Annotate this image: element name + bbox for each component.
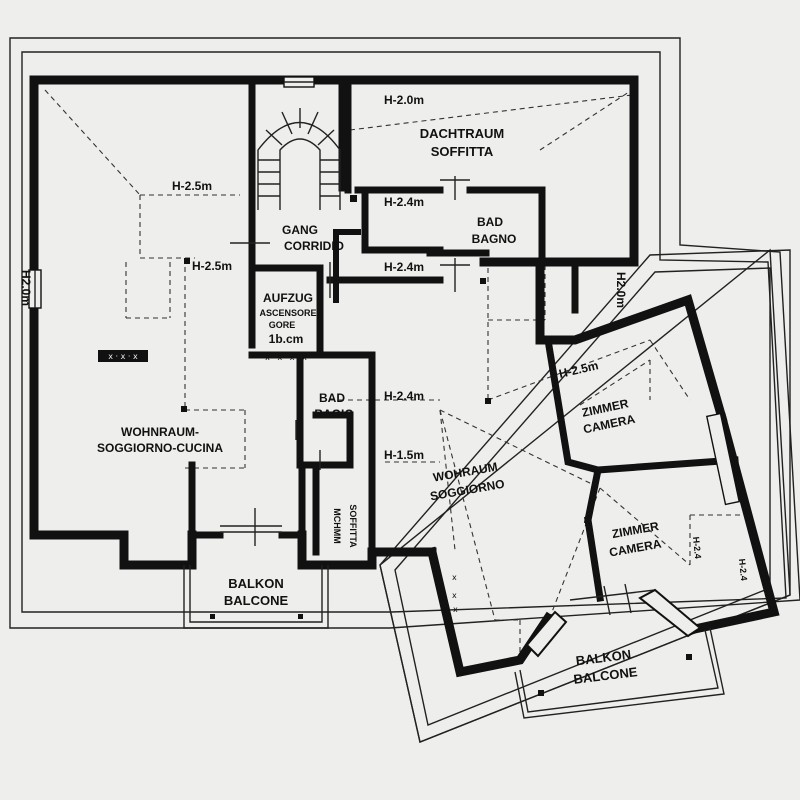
soffitta-vertical-label: SOFFITTA (348, 504, 358, 548)
svg-text:x · x · x: x · x · x (108, 352, 138, 361)
height-bad: H-2.4m (384, 195, 424, 209)
wohnraum-label: WOHNRAUM- (121, 425, 199, 439)
height-1-5: H-1.5m (384, 448, 424, 462)
right-height: H2.0m (614, 272, 628, 308)
height-top: H-2.0m (384, 93, 424, 107)
balkon-2-label: BALKON (575, 647, 632, 669)
mchmm-label: MCHMM (332, 508, 342, 544)
height-left-lower: H-2.5m (192, 259, 232, 273)
balcony-2 (514, 627, 725, 719)
balcony-1 (183, 565, 329, 629)
height-mid: H-2.4m (384, 389, 424, 403)
ascensore-label: ASCENSORE (259, 308, 316, 318)
exterior-walls (29, 75, 780, 678)
soffitta-label: SOFFITTA (431, 144, 494, 159)
svg-text:x · x · x · x: x · x · x · x (265, 353, 307, 362)
roof-outline (9, 37, 800, 743)
staircase (257, 76, 341, 210)
height-right: H-2.5m (558, 358, 600, 381)
bad-2-label: BAD (319, 391, 345, 405)
height-2-4-b: H-2.4 (737, 558, 749, 581)
bad-label: BAD (477, 215, 503, 229)
openings: x · x · x x · x · x · x x x x (28, 176, 741, 696)
aufzug-label: AUFZUG (263, 291, 313, 305)
svg-text:x: x (452, 591, 457, 600)
gore-size-label: 1b.cm (269, 332, 304, 346)
height-2-4-a: H-2.4 (691, 536, 703, 559)
gang-label: GANG (282, 223, 318, 237)
bagio-label: BAGIO (314, 407, 353, 421)
balkon-1-label: BALKON (228, 576, 284, 591)
corridio-label: CORRIDIO (284, 239, 344, 253)
height-left-upper: H-2.5m (172, 179, 212, 193)
left-wall-height: H2.0m (19, 270, 33, 306)
balcone-1-label: BALCONE (224, 593, 289, 608)
dachtraum-label: DACHTRAUM (420, 126, 505, 141)
svg-text:x: x (452, 573, 457, 582)
gore-label: GORE (269, 320, 296, 330)
soggiorno-cucina-label: SOGGIORNO-CUCINA (97, 441, 223, 455)
bagno-label: BAGNO (472, 232, 517, 246)
interior-walls (188, 84, 739, 602)
height-corridor: H-2.4m (384, 260, 424, 274)
svg-text:x: x (453, 605, 458, 614)
